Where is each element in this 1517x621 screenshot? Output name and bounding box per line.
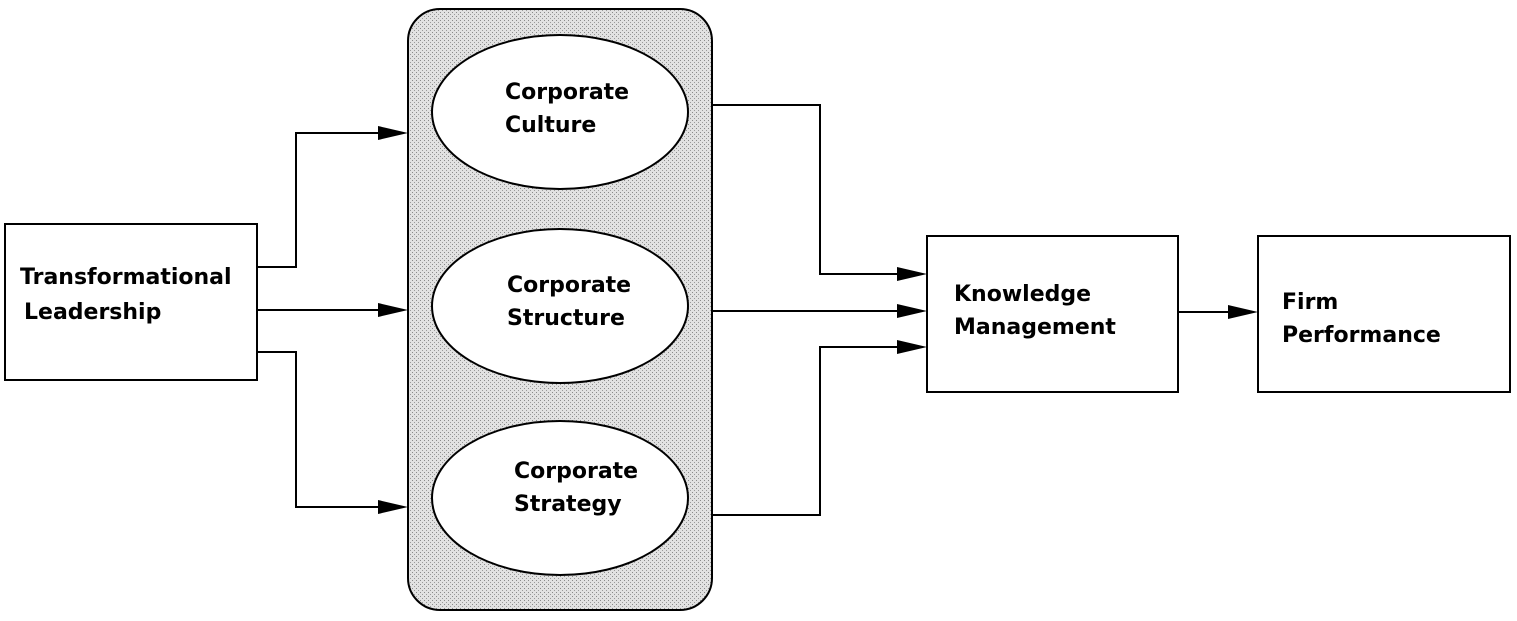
corporate-culture-label-line1: Corporate [505,80,629,105]
edge-strategy-to-knowledge [712,340,927,516]
corporate-structure-node: Corporate Structure [431,228,689,384]
edge-knowledge-to-performance [1178,305,1258,319]
corporate-structure-ellipse [431,228,689,384]
transformational-leadership-label-line2: Leadership [24,300,161,325]
arrowhead [1228,305,1258,319]
edge-culture-to-knowledge [712,104,927,281]
arrowhead [378,303,408,317]
edge-leadership-to-strategy [257,351,408,514]
corporate-culture-node: Corporate Culture [431,34,689,190]
corporate-structure-label-line2: Structure [507,306,625,331]
corporate-culture-label-line2: Culture [505,113,596,138]
corporate-strategy-label-line2: Strategy [514,492,622,517]
edge-leadership-to-structure [257,303,408,317]
arrowhead [378,126,408,140]
arrowhead [897,267,927,281]
corporate-strategy-node: Corporate Strategy [431,420,689,576]
firm-performance-box [1257,235,1511,393]
edge-structure-to-knowledge [712,304,927,318]
firm-performance-node: Firm Performance [1257,235,1511,393]
knowledge-management-node: Knowledge Management [926,235,1179,393]
corporate-structure-label-line1: Corporate [507,273,631,298]
transformational-leadership-node: Transformational Leadership [4,223,258,381]
transformational-leadership-box [4,223,258,381]
corporate-strategy-ellipse [431,420,689,576]
arrowhead [897,340,927,354]
corporate-culture-ellipse [431,34,689,190]
transformational-leadership-label-line1: Transformational [20,265,232,290]
arrowhead [897,304,927,318]
knowledge-management-label-line2: Management [954,315,1116,340]
corporate-strategy-label-line1: Corporate [514,459,638,484]
edge-leadership-to-culture [257,126,408,268]
arrowhead [378,500,408,514]
firm-performance-label-line1: Firm [1282,290,1338,315]
firm-performance-label-line2: Performance [1282,323,1441,348]
knowledge-management-label-line1: Knowledge [954,282,1091,307]
knowledge-management-box [926,235,1179,393]
